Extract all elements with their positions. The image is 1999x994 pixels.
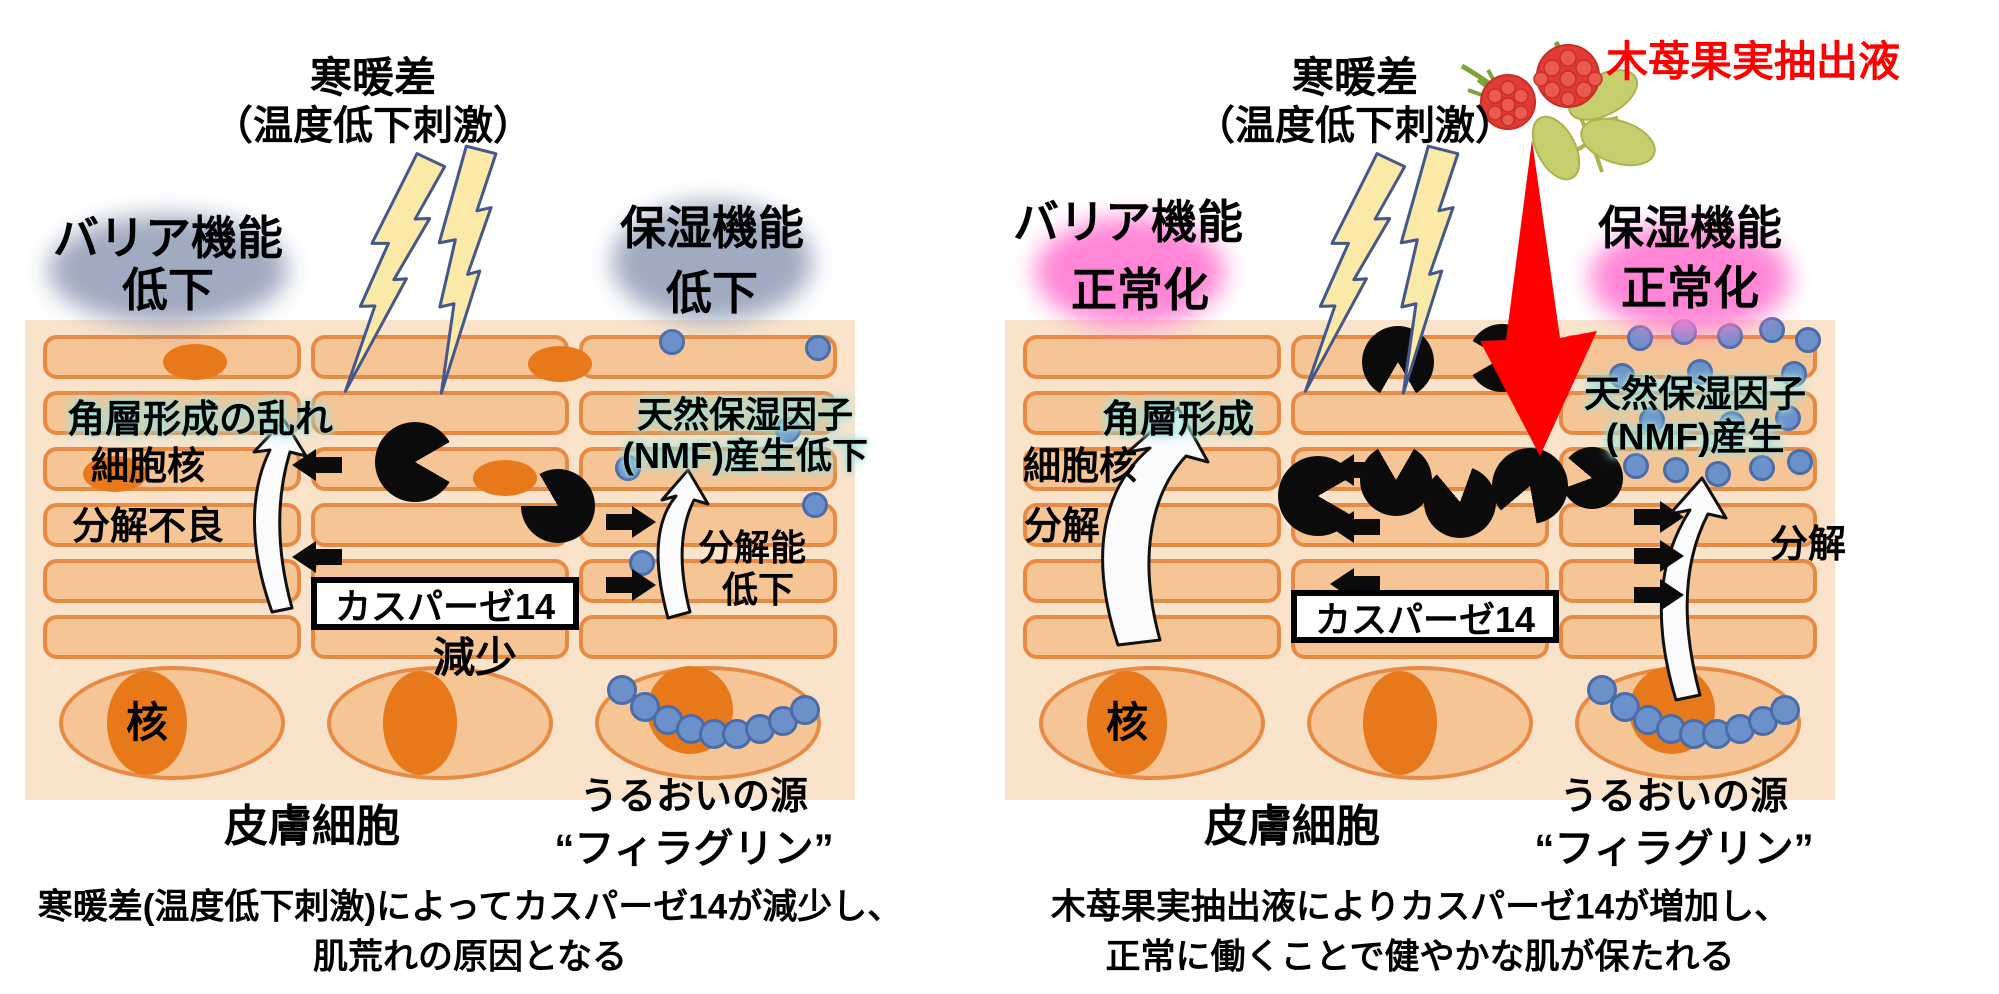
nmf-label-line2: (NMF)産生低下: [622, 435, 868, 476]
moisture-function-state: 正常化: [1621, 262, 1759, 314]
corneocyte-cell: [43, 615, 301, 659]
nmf-dot: [659, 329, 685, 355]
nmf-dot: [1639, 407, 1665, 433]
cell-nucleus: [83, 456, 147, 492]
nmf-dot: [775, 417, 801, 443]
nucleus-state-line2: 分解不良: [71, 506, 225, 548]
caspase-enzyme-icon: [1424, 466, 1496, 538]
moisture-function-title: 保湿機能: [1598, 202, 1782, 254]
caspase14-label: カスパーゼ14: [334, 585, 556, 627]
cold-stimulus-title: 寒暖差: [1291, 54, 1419, 101]
caspase14-box: カスパーゼ14: [1291, 590, 1559, 643]
moisture-function-state: 低下: [666, 267, 758, 319]
decomposition-label: 分解: [1769, 524, 1847, 566]
nmf-dot: [1719, 411, 1745, 437]
caspase14-box: カスパーゼ14: [311, 577, 579, 630]
caspase-enzyme-icon: [375, 422, 455, 502]
cell-nucleus: [528, 346, 592, 382]
pink-blob: [1590, 223, 1790, 333]
nmf-dot: [1781, 361, 1807, 387]
stratum-label: 角層形成の乱れ: [66, 399, 334, 441]
left-caption-line1: 寒暖差(温度低下刺激)によってカスパーゼ14が減少し、: [37, 887, 903, 927]
right-caption-line2: 正常に働くことで健やかな肌が保たれる: [1105, 937, 1735, 977]
moisture-source-line1: うるおいの源: [579, 776, 809, 818]
moisture-source-line2: “フィラグリン”: [1534, 827, 1814, 871]
raspberry-extract-title: 木苺果実抽出液: [1605, 38, 1901, 85]
cell-nucleus: [1087, 671, 1167, 775]
filaggrin-chain-dot: [1748, 706, 1778, 736]
skin-cell-label: 皮膚細胞: [224, 802, 400, 851]
nucleus-state-line1: 細胞核: [90, 446, 206, 488]
cold-stimulus-subtitle: （温度低下刺激）: [1195, 104, 1515, 148]
nmf-dot: [1687, 359, 1713, 385]
right-caption-line1: 木苺果実抽出液によりカスパーゼ14が増加し、: [1050, 887, 1790, 927]
nucleus-label: 核: [1105, 699, 1149, 746]
caspase-enzyme-icon: [1561, 447, 1623, 509]
filaggrin-chain-dot: [790, 695, 820, 725]
nmf-dot: [802, 492, 828, 518]
filaggrin-chain-dot: [1610, 692, 1640, 722]
nmf-dot: [1623, 453, 1649, 479]
left-caption-line2: 肌荒れの原因となる: [313, 937, 627, 977]
decomposition-line2: 低下: [721, 569, 795, 610]
gray-blob: [48, 215, 288, 325]
caspase-enzyme-icon: [521, 469, 595, 543]
moisture-function-title: 保湿機能: [620, 202, 804, 254]
nmf-dot: [1795, 327, 1821, 353]
decomposition-line1: 分解能: [697, 527, 807, 568]
cold-stimulus-subtitle: （温度低下刺激）: [213, 104, 533, 148]
barrier-function-state: 低下: [122, 264, 214, 316]
nmf-dot: [1609, 363, 1635, 389]
moisture-source-line1: うるおいの源: [1559, 776, 1789, 818]
corneocyte-cell: [1559, 391, 1817, 435]
nucleus-label: 核: [125, 699, 169, 746]
barrier-function-title: バリア機能: [1013, 196, 1243, 248]
nmf-dot: [1775, 405, 1801, 431]
nmf-label-line2: (NMF)産生: [1605, 416, 1785, 458]
gray-blob: [612, 202, 812, 322]
cold-stimulus-title: 寒暖差: [309, 54, 437, 101]
corneocyte-cell: [579, 335, 837, 379]
skin-cell-label: 皮膚細胞: [1204, 802, 1380, 851]
caspase-decrease-label: 減少: [432, 634, 518, 681]
caspase14-label: カスパーゼ14: [1314, 598, 1536, 640]
nmf-dot: [1749, 455, 1775, 481]
cell-nucleus: [1363, 671, 1437, 775]
stratum-label: 角層形成: [1101, 399, 1255, 441]
nucleus-state-line1: 細胞核: [1022, 446, 1138, 488]
filaggrin-chain-dot: [1770, 695, 1800, 725]
cell-nucleus: [383, 671, 457, 775]
nmf-label-line1: 天然保湿因子: [636, 394, 854, 435]
caspase-enzyme-icon: [1492, 448, 1568, 524]
pink-blob: [1035, 217, 1225, 327]
nmf-dot: [615, 455, 641, 481]
barrier-function-title: バリア機能: [53, 212, 283, 264]
moisture-source-line2: “フィラグリン”: [554, 827, 834, 871]
nucleus-state-line2: 分解: [1023, 506, 1101, 548]
cell-nucleus: [107, 671, 187, 775]
cell-nucleus: [163, 344, 227, 380]
nmf-dot: [1787, 449, 1813, 475]
barrier-function-state: 正常化: [1071, 264, 1209, 316]
filaggrin-chain-dot: [1587, 675, 1617, 705]
corneocyte-cell: [1023, 335, 1281, 379]
nmf-label-line1: 天然保湿因子: [1584, 373, 1806, 415]
nmf-dot: [805, 335, 831, 361]
nmf-dot: [1627, 325, 1653, 351]
nmf-dot: [1759, 317, 1785, 343]
